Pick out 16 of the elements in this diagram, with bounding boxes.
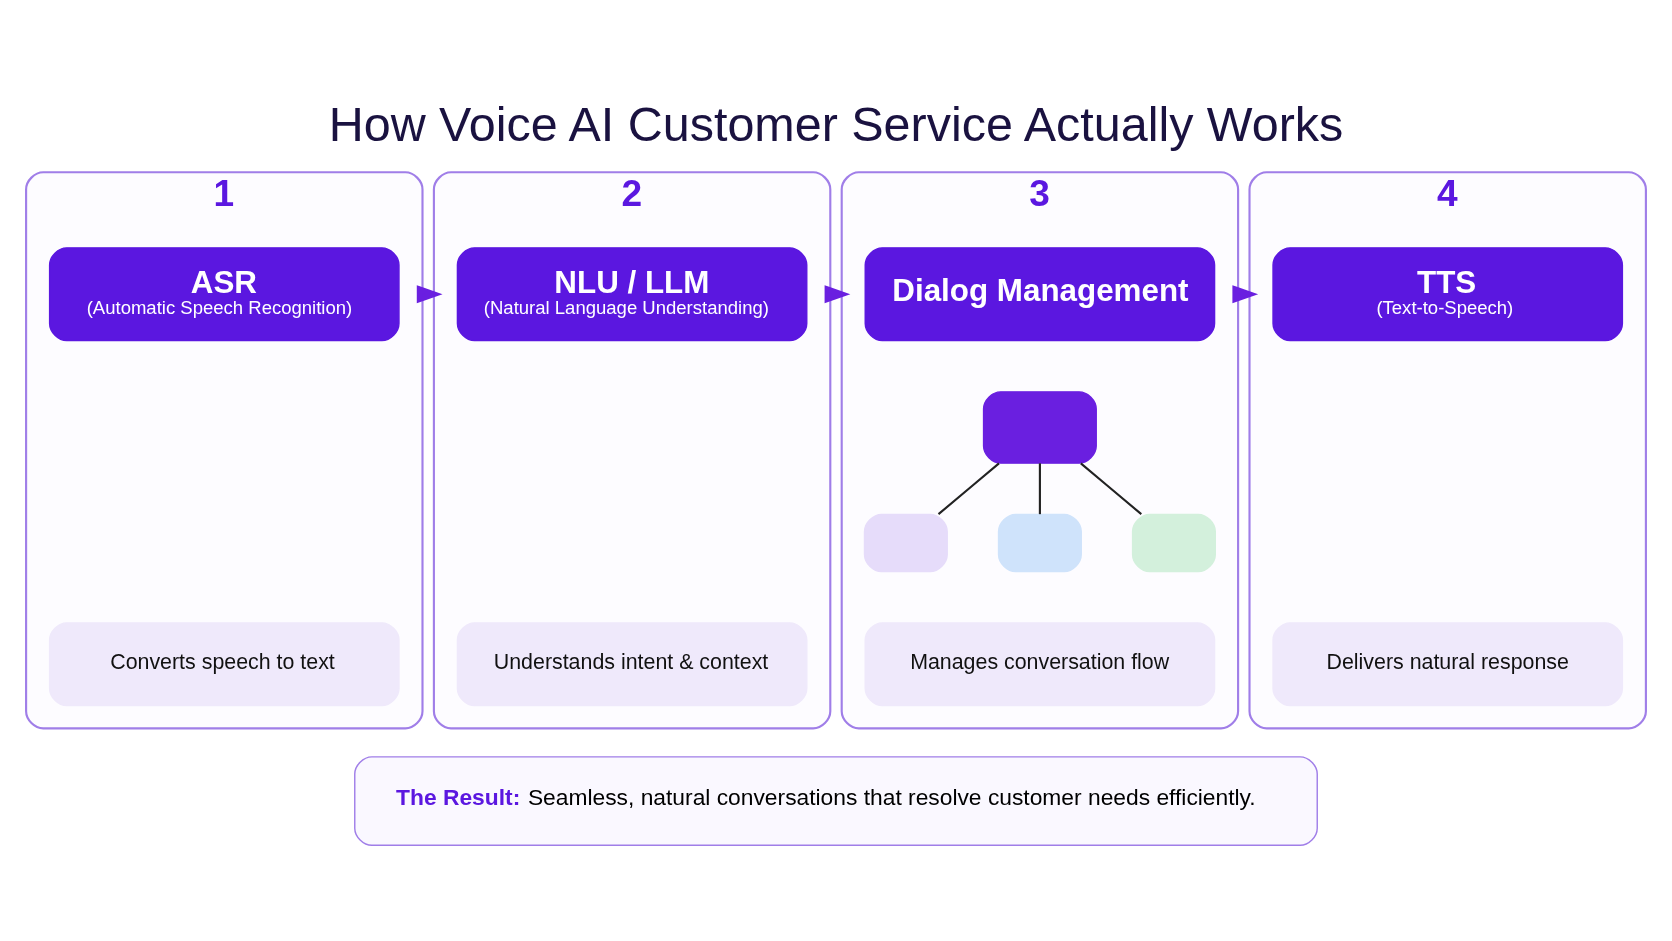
connector bbox=[1038, 462, 1041, 514]
node-box bbox=[1131, 513, 1216, 572]
connector bbox=[937, 462, 1000, 515]
node-box: TTS (Text-to-Speech) bbox=[1272, 246, 1624, 341]
node-box: The Result: Seamless, natural conversations that resolve customer needs efficiently. bbox=[354, 755, 1318, 846]
diagram-title: How Voice AI Customer Service Actually Works bbox=[328, 96, 1344, 151]
node-box: ASR (Automatic Speech Recognition) bbox=[48, 246, 400, 341]
connector bbox=[1080, 462, 1142, 515]
arrow bbox=[416, 284, 443, 303]
node-box: Dialog Management bbox=[864, 246, 1216, 341]
arrow bbox=[1232, 284, 1259, 303]
node-box bbox=[863, 513, 948, 572]
node-box: NLU / LLM (Natural Language Understanding) bbox=[456, 246, 808, 341]
arrow bbox=[824, 284, 851, 303]
node-box bbox=[997, 513, 1082, 572]
node-box bbox=[982, 390, 1097, 464]
